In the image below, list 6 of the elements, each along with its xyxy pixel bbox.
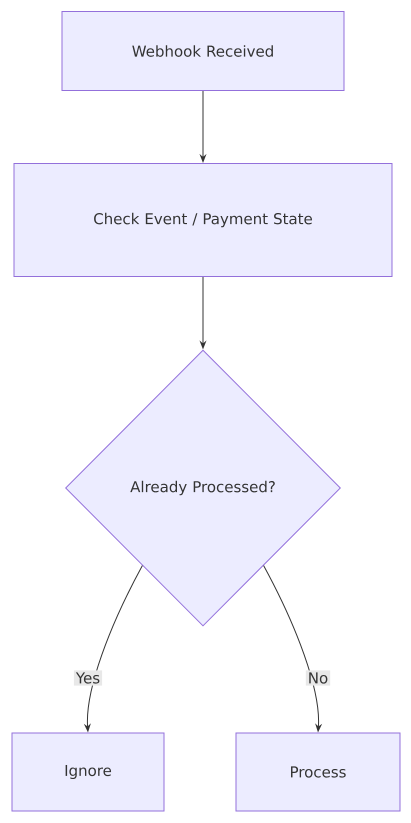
process-box: Ignore [12,732,164,812]
process-box: Webhook Received [62,11,344,91]
edge-label: No [306,670,330,686]
process-box: Process [236,732,400,812]
edge-label: Yes [74,670,102,686]
process-box: Check Event / Payment State [14,163,392,277]
